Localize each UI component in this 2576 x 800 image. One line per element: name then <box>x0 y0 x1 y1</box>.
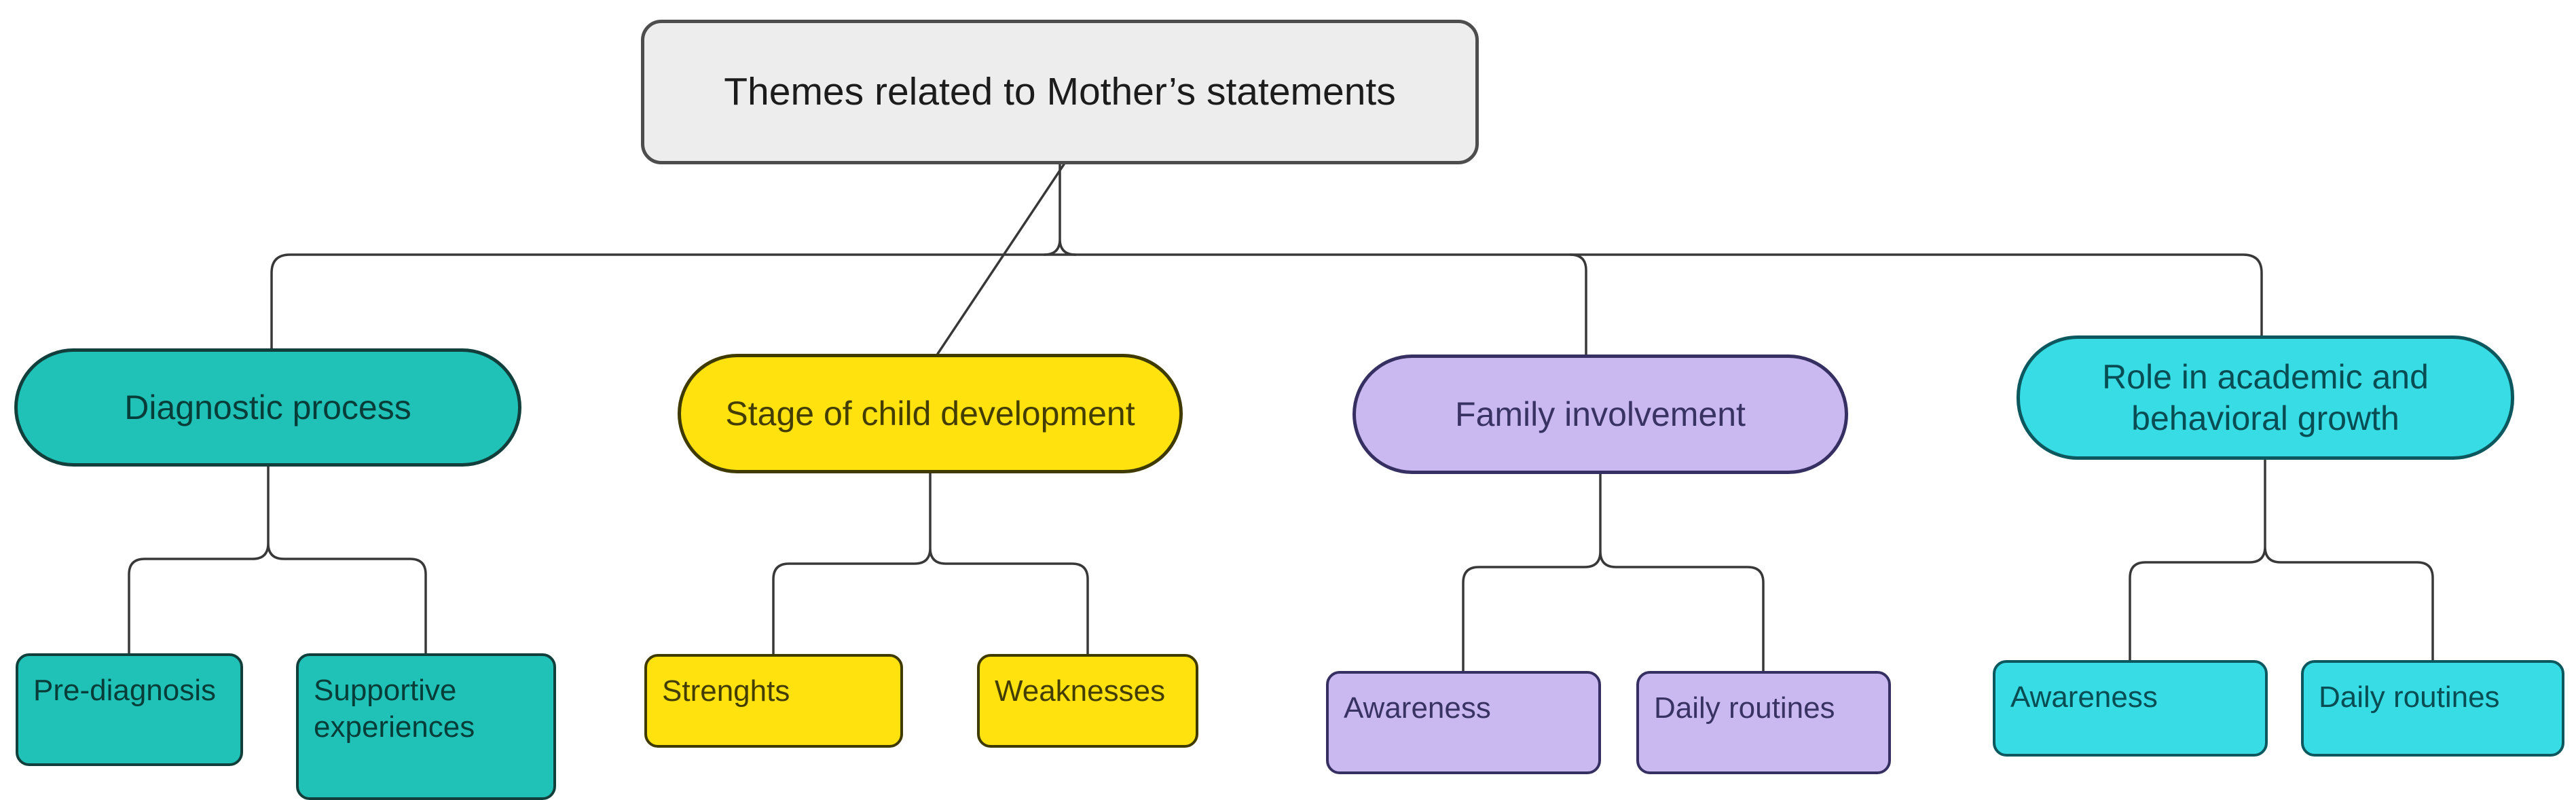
child-node-strenghts: Strenghts <box>644 654 903 748</box>
child-node-family-awareness: Awareness <box>1326 671 1601 774</box>
child-node-family-daily-routines: Daily routines <box>1636 671 1891 774</box>
child-node-pre-diagnosis: Pre-diagnosis <box>16 653 243 766</box>
diagnostic-split-connector <box>128 465 427 655</box>
branch-node-stage-of-child-development: Stage of child development <box>678 354 1183 473</box>
branch-node-family-involvement: Family involvement <box>1353 354 1848 474</box>
root-to-stage-diagonal-connector <box>936 163 1065 355</box>
root-node-themes: Themes related to Mother’s statements <box>641 20 1479 164</box>
root-to-rail-connector <box>1043 163 1077 256</box>
stage-split-connector <box>772 472 1089 655</box>
child-node-role-daily-routines: Daily routines <box>2301 660 2564 757</box>
family-split-connector <box>1462 473 1765 672</box>
role-split-connector <box>2129 458 2434 661</box>
child-node-role-awareness: Awareness <box>1993 660 2268 757</box>
child-node-supportive-experiences: Supportive experiences <box>296 653 556 800</box>
family-drop-connector <box>1569 253 1587 356</box>
main-rail-connector <box>270 253 2263 350</box>
branch-node-role-academic-behavioral-growth: Role in academic and behavioral growth <box>2017 335 2514 460</box>
branch-node-diagnostic-process: Diagnostic process <box>14 348 521 467</box>
child-node-weaknesses: Weaknesses <box>977 654 1198 748</box>
